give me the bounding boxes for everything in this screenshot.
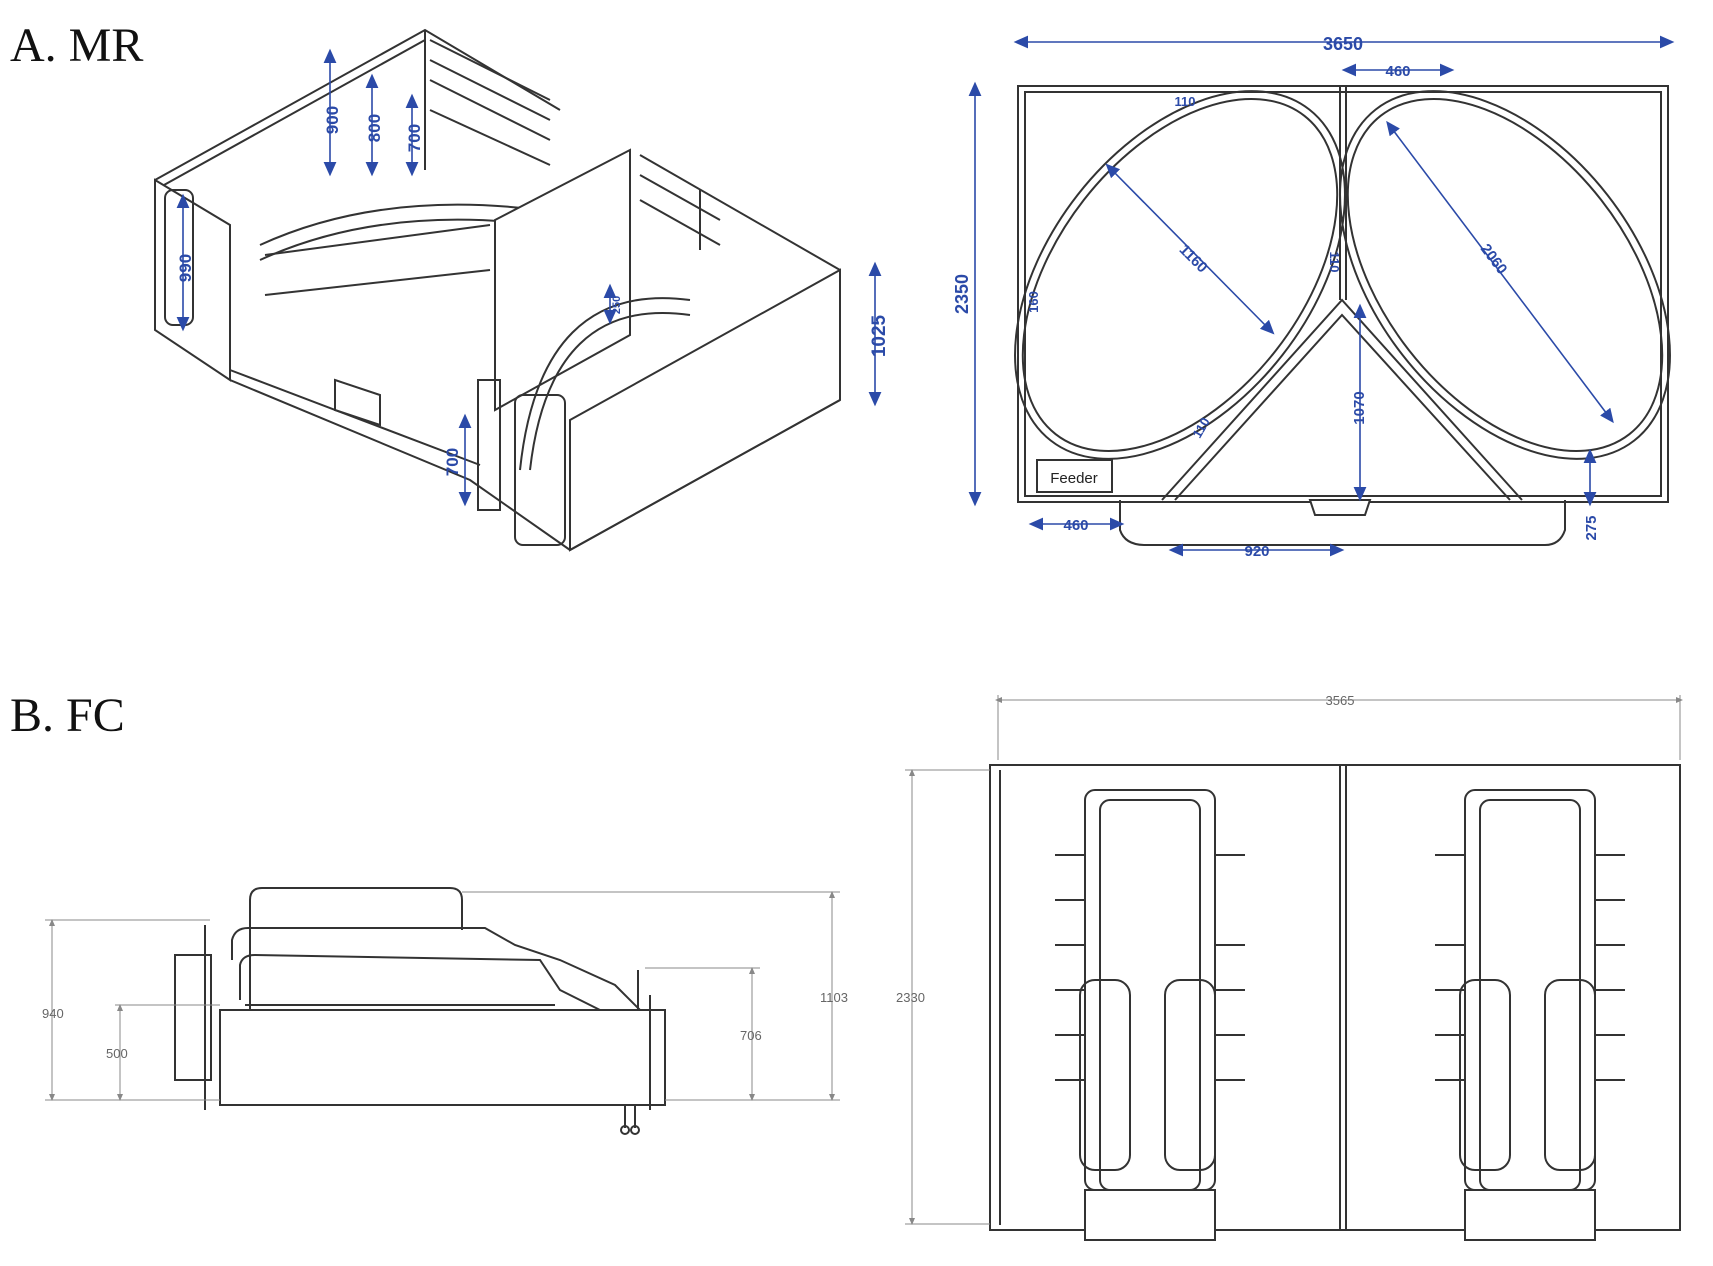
- mr-plan-feeder-label: Feeder: [1050, 470, 1098, 487]
- mr-iso-dim-700: 700: [405, 124, 424, 152]
- mr-plan-depth: 2350: [952, 274, 972, 314]
- fc-side-drawing: [174, 887, 666, 1135]
- mr-isometric-dimension-labels: 900 800 700 990 250 1025 700: [176, 106, 890, 476]
- mr-iso-dim-990: 990: [176, 254, 195, 282]
- mr-plan-top-gap: 460: [1385, 63, 1410, 80]
- mr-plan-drawing: [1014, 85, 1671, 546]
- fc-side-dim-706: 706: [740, 1028, 762, 1043]
- mr-iso-dim-900: 900: [323, 106, 342, 134]
- mr-plan-dimension-labels: 3650 2350 460 110 110 110 160 1160 2060 …: [952, 34, 1600, 560]
- fc-side-dim-500: 500: [106, 1046, 128, 1061]
- panel-b-label: B. FC: [10, 689, 125, 742]
- mr-plan-center-depth: 1070: [1351, 391, 1368, 424]
- mr-iso-dim-800: 800: [365, 114, 384, 142]
- mr-plan-bottom-left: 460: [1063, 517, 1088, 534]
- mr-plan-bottom-mid: 920: [1244, 543, 1269, 560]
- fc-side-dimension-labels: 940 500 706 1103: [42, 990, 848, 1061]
- mr-plan-bottom-right: 275: [1583, 515, 1600, 540]
- mr-iso-dim-1025: 1025: [869, 314, 890, 357]
- fc-plan-width: 3565: [1326, 693, 1355, 708]
- fc-side-dim-1103: 1103: [820, 990, 848, 1005]
- fc-side-dimensions: [45, 891, 840, 1101]
- mr-isometric-drawing: [154, 28, 841, 552]
- mr-plan-clearance-mid: 110: [1327, 252, 1342, 273]
- mr-isometric-dimensions: [176, 48, 882, 507]
- mr-iso-dim-250: 250: [611, 296, 623, 314]
- mr-plan-clearance-top: 110: [1175, 94, 1196, 109]
- fc-plan-drawing: [989, 764, 1681, 1241]
- mr-plan-dimensions: [968, 35, 1675, 557]
- panel-a-label: A. MR: [10, 19, 144, 72]
- mr-iso-dim-700-front: 700: [443, 448, 462, 476]
- fc-side-dim-940: 940: [42, 1006, 64, 1021]
- fc-plan-dimension-labels: 3565 2330: [896, 693, 1354, 1005]
- fc-plan-dimensions: [905, 695, 1683, 1225]
- mr-plan-width: 3650: [1323, 34, 1363, 54]
- fc-plan-depth: 2330: [896, 990, 925, 1005]
- mr-plan-side-gap: 160: [1026, 291, 1041, 313]
